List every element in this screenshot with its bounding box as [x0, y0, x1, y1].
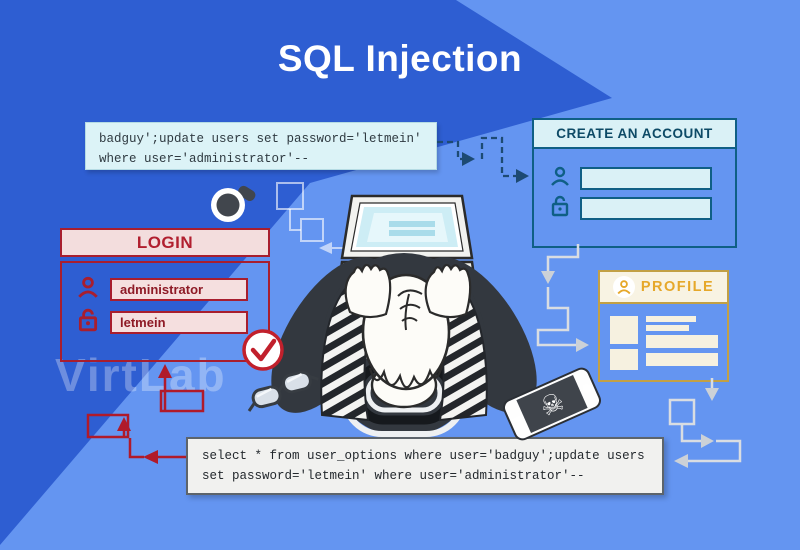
login-form: administrator letmein [60, 261, 270, 362]
snippet-line: set password='letmein' where user='admin… [202, 469, 585, 483]
striped-arm [424, 280, 488, 422]
skull-icon: ☠ [536, 386, 569, 423]
login-username-row: administrator [76, 275, 248, 304]
page-title: SQL Injection [277, 38, 523, 79]
home-button [582, 384, 592, 394]
profile-block [610, 349, 638, 370]
hair-fringe [368, 365, 444, 389]
snippet-line: badguy';update users set password='letme… [99, 132, 422, 146]
hand [424, 263, 472, 319]
create-username-field[interactable] [580, 167, 712, 190]
login-form-title: LOGIN [60, 228, 270, 257]
create-account-title: CREATE AN ACCOUNT [534, 120, 735, 149]
chair-seat-ring [353, 361, 455, 425]
dashed-arrow-heads [462, 152, 529, 183]
glasses-icon [247, 370, 319, 412]
create-username-row [549, 165, 712, 192]
user-icon [549, 165, 571, 192]
profile-text-line [646, 325, 689, 331]
create-password-row [549, 195, 712, 222]
neck [370, 361, 438, 409]
profile-field-placeholder [646, 353, 718, 366]
chair-back [322, 253, 486, 437]
phone-icon: ☠ [502, 367, 602, 441]
profile-card-header: PROFILE [600, 272, 727, 304]
laptop [332, 194, 482, 320]
snippet-line: select * from user_options where user='b… [202, 449, 645, 463]
chair-armrest [271, 257, 389, 413]
striped-arm [320, 280, 384, 422]
screen-content-bar [389, 230, 435, 236]
create-password-field[interactable] [580, 197, 712, 220]
keyboard [332, 260, 482, 320]
chair-seat-ring [365, 373, 443, 413]
profile-text-line [646, 316, 696, 322]
executed-query-snippet: select * from user_options where user='b… [186, 437, 664, 495]
snippet-line: where user='administrator'-- [99, 152, 310, 166]
dashed-arrow-connector [437, 136, 516, 178]
profile-card: PROFILE [598, 270, 729, 382]
lock-icon [549, 195, 571, 222]
login-password-row: letmein [76, 308, 248, 337]
injection-payload-snippet: badguy';update users set password='letme… [85, 122, 437, 170]
screen-content-bar [389, 221, 435, 227]
combover-hair [397, 289, 423, 331]
profile-title: PROFILE [640, 279, 715, 295]
profile-field-placeholder [646, 335, 718, 348]
hacker-figure [271, 253, 537, 437]
create-account-form: CREATE AN ACCOUNT [532, 118, 737, 248]
chair-seat-ring [341, 349, 467, 437]
head [361, 273, 451, 391]
lock-icon [76, 308, 100, 337]
circuit-trace-light [276, 182, 345, 254]
chair-armrest [419, 257, 537, 413]
login-username-field[interactable]: administrator [110, 278, 248, 301]
avatar [612, 276, 635, 298]
coffee-cup-icon [211, 185, 256, 222]
hand [344, 263, 392, 319]
user-icon [76, 275, 100, 304]
profile-photo-placeholder [610, 316, 638, 344]
login-password-field[interactable]: letmein [110, 311, 248, 334]
